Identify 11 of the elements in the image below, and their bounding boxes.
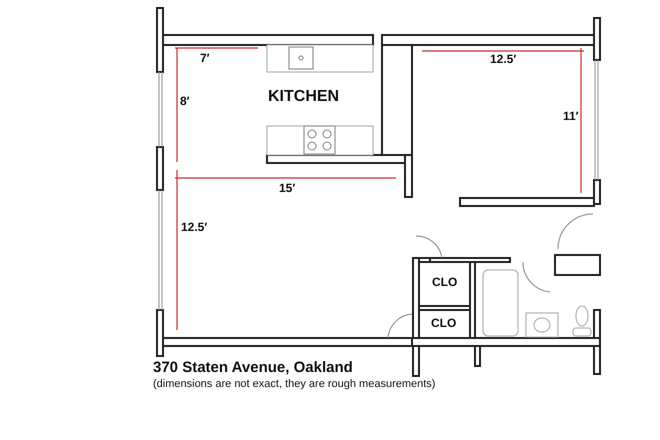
title: 370 Staten Avenue, Oakland	[153, 360, 353, 375]
caption: (dimensions are not exact, they are rough measurements)	[153, 379, 436, 390]
dimension-label: 12.5′	[181, 221, 208, 233]
dimension-label: 12.5′	[490, 53, 516, 65]
room-label: CLO	[432, 276, 458, 288]
dimension-label: 15′	[279, 182, 296, 194]
room-label: CLO	[431, 317, 456, 329]
dimension-label: 7′	[200, 52, 210, 64]
room-label: KITCHEN	[268, 89, 340, 105]
dimension-label: 8′	[180, 95, 190, 107]
dimension-label: 11′	[563, 110, 579, 122]
